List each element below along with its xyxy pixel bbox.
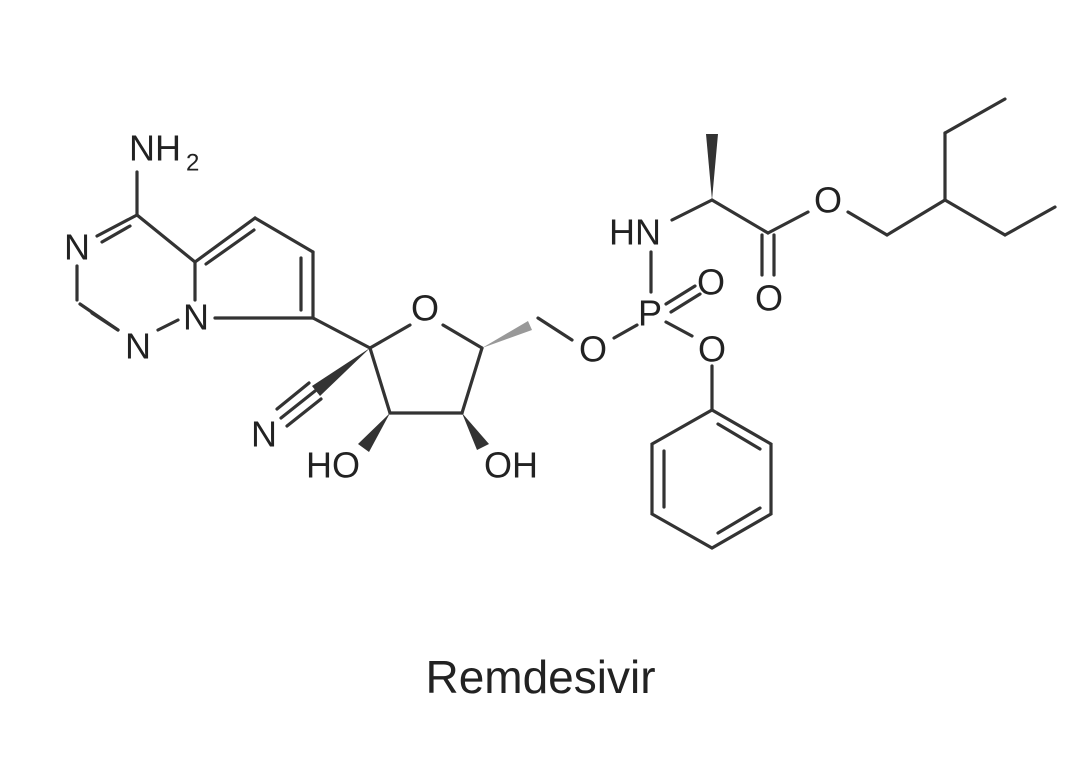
alanine-ester-chain (670, 97, 1057, 277)
remdesivir-structure: NH 2 N N N O N HO OH O P O O HN O O (64, 97, 1057, 550)
phosphorus-label: P (638, 293, 662, 334)
amide-nh-label: HN (609, 212, 661, 253)
phosphoryl-oxygen-label: O (697, 262, 725, 303)
phosphoramidate (612, 250, 714, 412)
hydroxyl-left-label: HO (306, 445, 360, 486)
amine-label: NH (129, 128, 181, 169)
ribose-ring (275, 316, 574, 452)
amine-subscript: 2 (186, 150, 199, 177)
triazine-ring (75, 170, 197, 332)
carbonyl-oxygen-label: O (755, 278, 783, 319)
compound-name: Remdesivir (425, 651, 656, 703)
triazine-n-bottom-label: N (125, 326, 151, 367)
ester-link-oxygen-label: O (579, 329, 607, 370)
hydroxyl-right-label: OH (484, 445, 538, 486)
phenyl-ring (650, 408, 773, 550)
triazine-n-top-label: N (64, 227, 90, 268)
ring-oxygen-label: O (411, 288, 439, 329)
ester-oxygen-label: O (814, 180, 842, 221)
pyrrole-ring (193, 216, 315, 320)
phenoxy-oxygen-label: O (698, 329, 726, 370)
nitrile-n-label: N (251, 414, 277, 455)
bridge-n-label: N (183, 297, 209, 338)
